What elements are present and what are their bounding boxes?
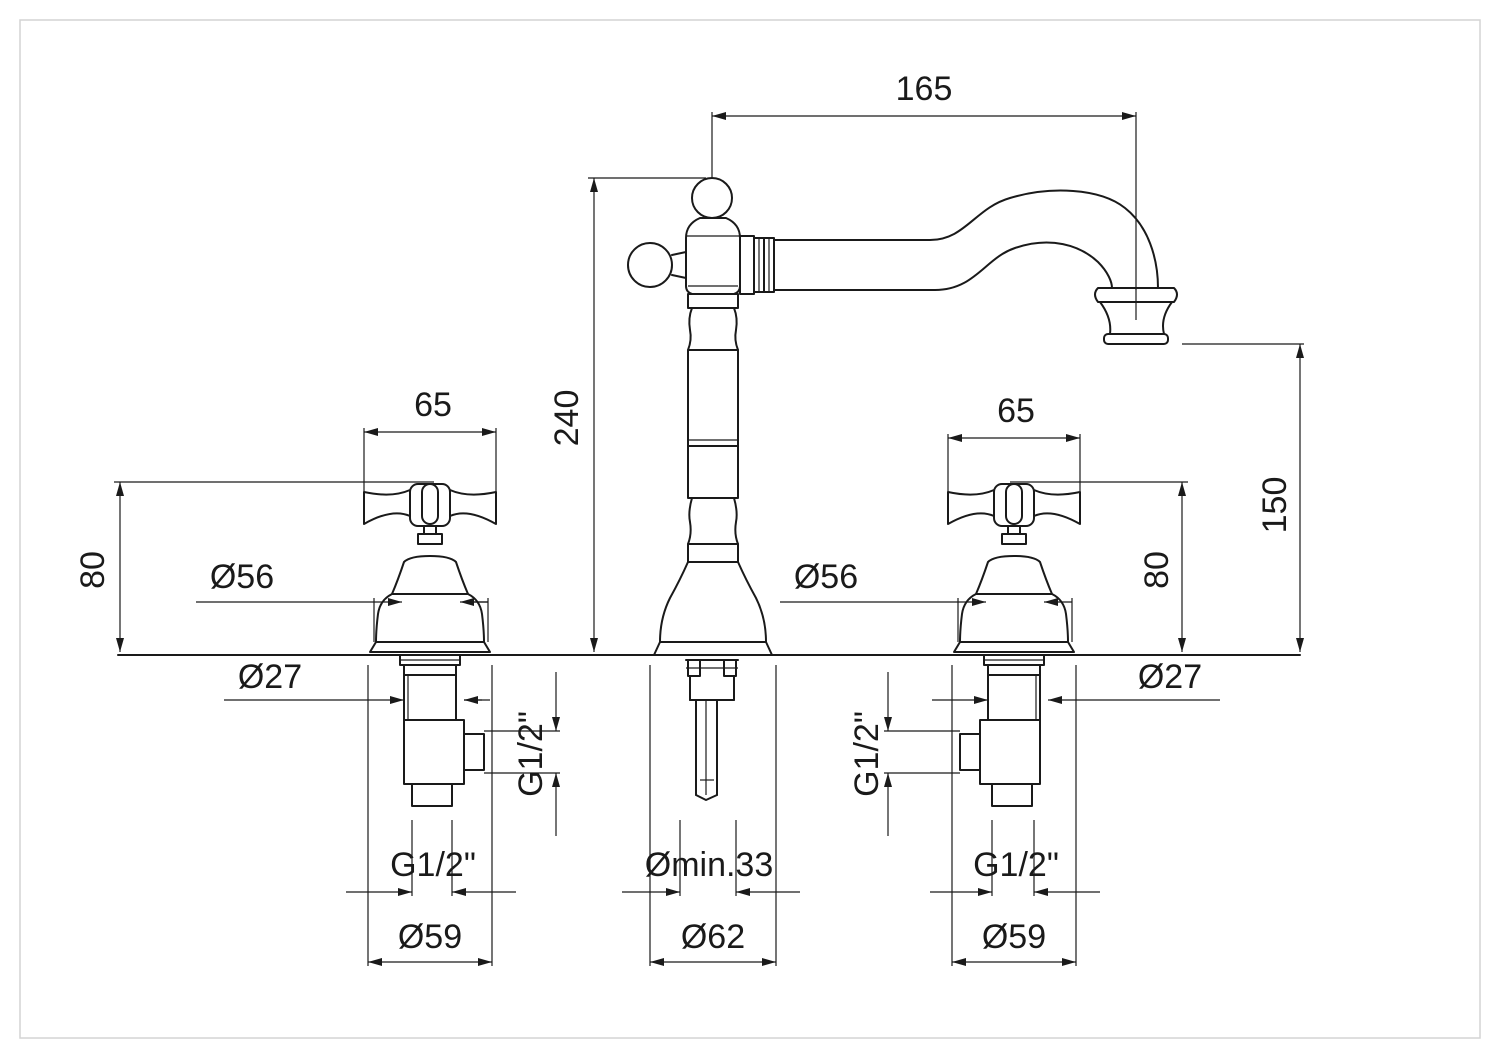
label-left-base-diameter: Ø56 [210,558,274,596]
label-spout-outlet-height: 150 [1256,477,1294,534]
left-angle-valve [403,719,465,785]
dimension-lines [114,112,1304,966]
spout-aerator [1094,287,1178,303]
spout-top-finial [691,177,733,219]
label-left-handle-width: 65 [414,386,452,424]
spout-assembly [627,177,1178,801]
spout-ring [739,235,755,295]
spout-head [685,217,741,295]
drawing-frame [19,19,1481,1039]
left-cross-handle [363,489,411,525]
label-left-inlet-thread: G1/2" [512,711,550,797]
right-cross-handle [947,489,995,525]
spout-base [659,561,767,643]
label-left-hole-diameter: Ø59 [398,918,462,956]
dimension-labels: 165 240 150 65 65 80 80 Ø56 Ø56 Ø27 Ø27 … [74,70,1294,956]
spout-side-ball [627,242,673,288]
label-right-valve-height: 80 [1138,551,1176,589]
label-right-shank-diameter: Ø27 [1138,658,1202,696]
label-right-handle-width: 65 [997,392,1035,430]
label-center-hole-min: Ømin.33 [645,846,774,884]
spout-column [687,307,739,351]
right-valve [947,483,1081,807]
label-right-hole-diameter: Ø59 [982,918,1046,956]
label-right-base-diameter: Ø56 [794,558,858,596]
spout-arm [773,189,1159,289]
label-left-valve-height: 80 [74,551,112,589]
left-valve [363,483,497,807]
label-spout-reach: 165 [896,70,953,108]
right-angle-valve [979,719,1041,785]
spout-ball-neck [671,251,687,279]
label-right-inlet-thread: G1/2" [848,711,886,797]
left-valve-body [391,555,469,595]
label-center-base-diameter: Ø62 [681,918,745,956]
label-right-outlet-thread: G1/2" [973,846,1059,884]
label-left-outlet-thread: G1/2" [390,846,476,884]
label-spout-height-total: 240 [548,390,586,447]
right-valve-body [975,555,1053,595]
label-left-shank-diameter: Ø27 [238,658,302,696]
